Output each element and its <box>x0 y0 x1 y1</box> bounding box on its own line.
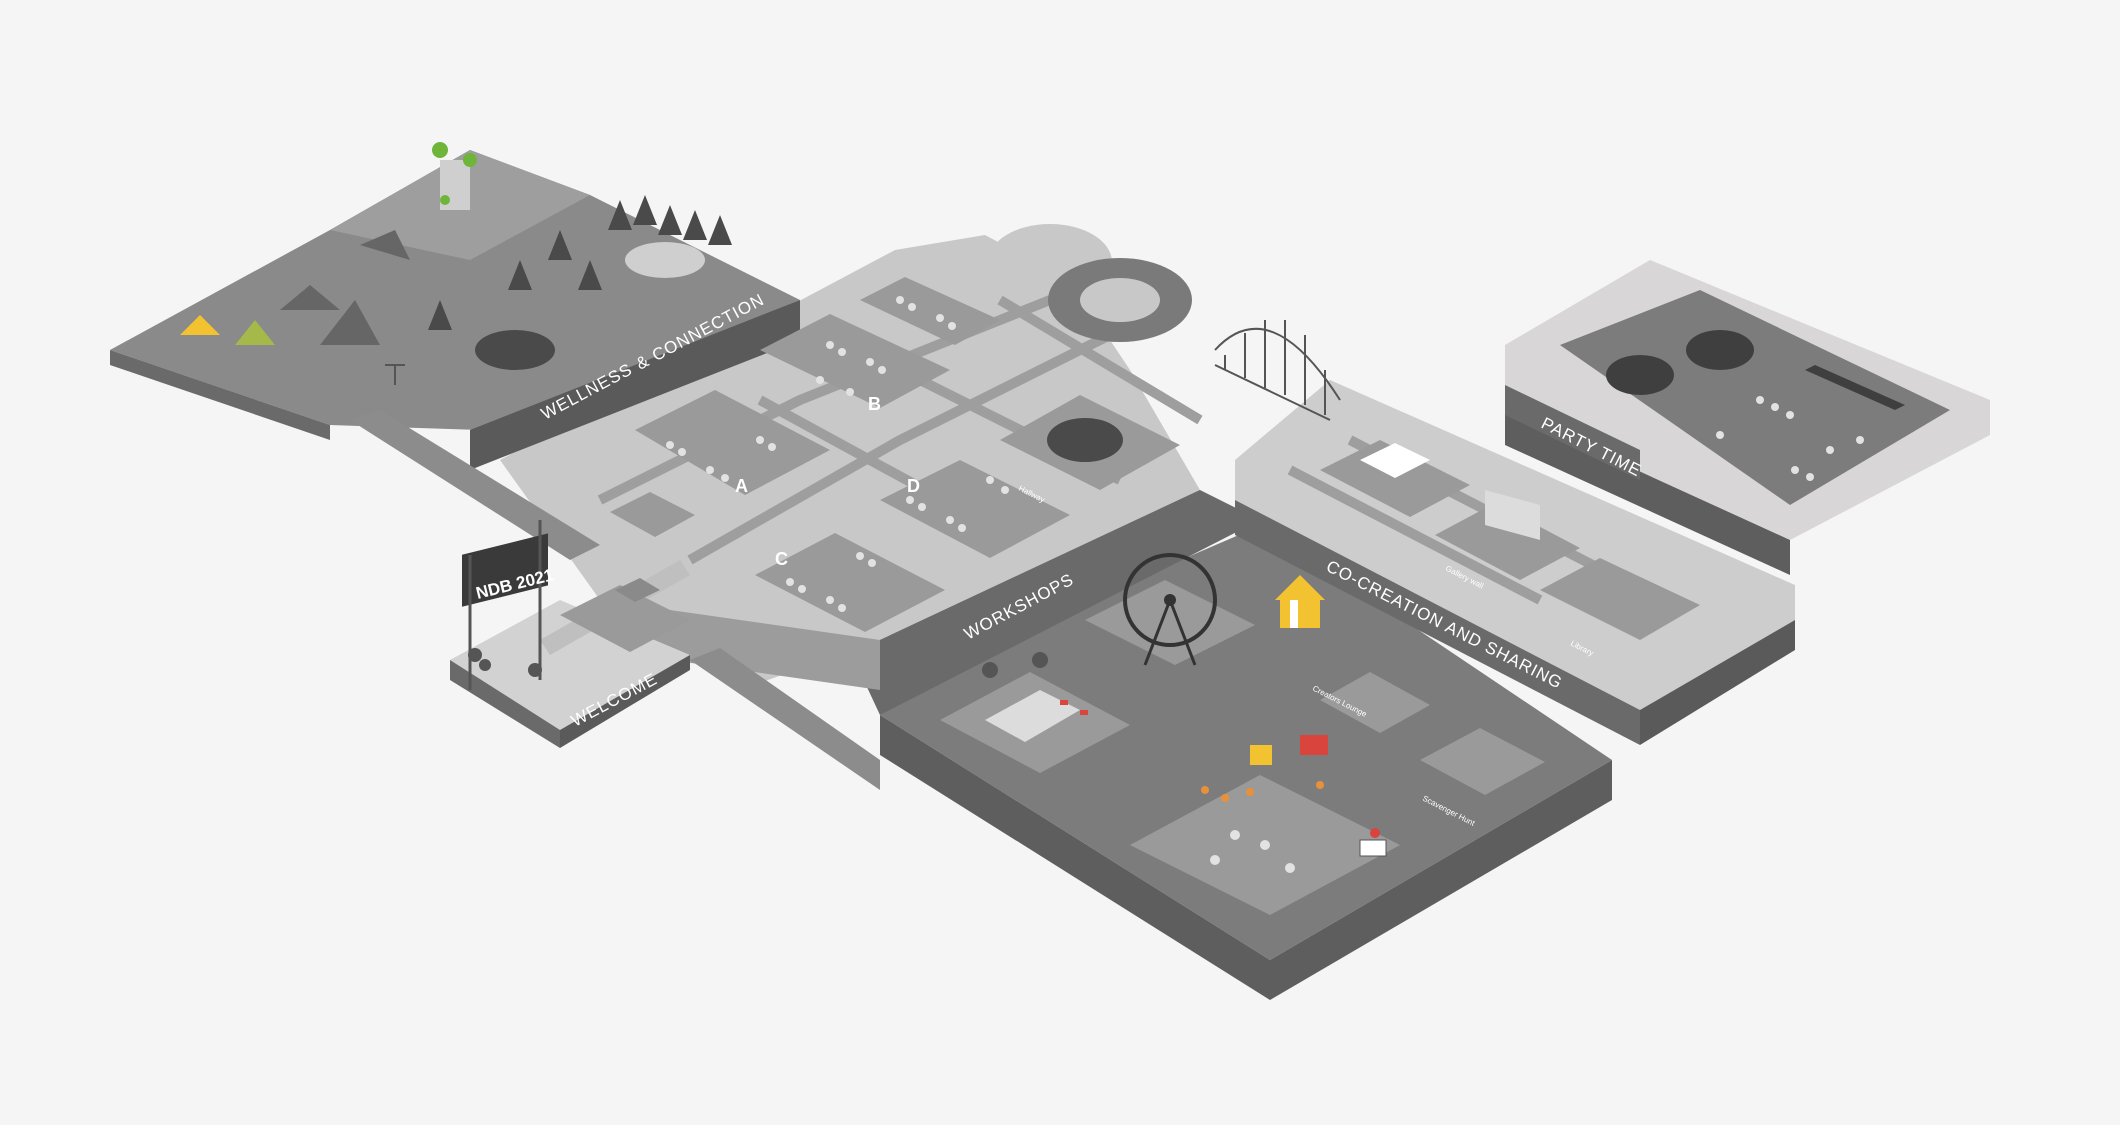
room-letter-a: A <box>735 476 748 496</box>
waterfall-icon <box>432 142 477 210</box>
module-room-d[interactable] <box>880 460 1070 558</box>
room-letter-b: B <box>868 394 881 414</box>
bridge-icon <box>1214 320 1341 421</box>
round-stage-top[interactable] <box>1048 258 1192 342</box>
party-bar <box>1805 365 1905 410</box>
room-letter-d: D <box>907 476 920 496</box>
module-kiosk[interactable] <box>610 492 695 537</box>
rock-formation <box>280 230 410 345</box>
pond <box>625 242 705 278</box>
palm-tree-icon <box>982 652 1048 678</box>
module-room-b[interactable] <box>760 314 950 408</box>
pool-area[interactable] <box>940 652 1130 773</box>
party-stage-right[interactable] <box>1686 330 1754 370</box>
welcome-desk[interactable] <box>615 578 660 602</box>
food-court[interactable] <box>1130 735 1400 915</box>
meditation-circle <box>475 330 555 370</box>
party-platform <box>1505 260 1990 575</box>
module-lobby[interactable] <box>560 585 690 652</box>
balloon-icon <box>468 648 542 677</box>
carousel-tent-icon[interactable] <box>1275 575 1325 628</box>
room-letter-c: C <box>775 549 788 569</box>
workshop-modules <box>560 277 1070 652</box>
module-room-c[interactable] <box>755 533 945 632</box>
cocreation-modules <box>1320 440 1700 795</box>
party-stage-left[interactable] <box>1606 355 1674 395</box>
module-room-a[interactable] <box>635 390 830 495</box>
wellness-content <box>180 142 732 385</box>
party-content <box>1606 330 1905 481</box>
ferris-wheel-icon[interactable] <box>1085 553 1255 666</box>
module-stage-cocreation[interactable] <box>1320 440 1470 517</box>
ice-cream-truck-icon <box>1359 828 1387 857</box>
module-lounge[interactable] <box>1320 672 1430 733</box>
lower-attractions <box>940 553 1400 915</box>
workshop-seating <box>666 296 1009 612</box>
round-stage-middle[interactable] <box>1000 395 1180 490</box>
module-gallery-wall[interactable] <box>1435 490 1580 580</box>
module-library[interactable] <box>1540 558 1700 640</box>
camp-tent-icon <box>180 315 275 345</box>
room-letters: A B C D <box>735 394 920 569</box>
lower-main-platform <box>845 490 1612 1000</box>
module-scavenger[interactable] <box>1420 728 1545 795</box>
pine-forest-icon <box>428 195 732 330</box>
signpost-icon <box>385 364 405 385</box>
module-top-1[interactable] <box>860 277 1000 345</box>
food-stall-icon <box>1250 735 1328 765</box>
